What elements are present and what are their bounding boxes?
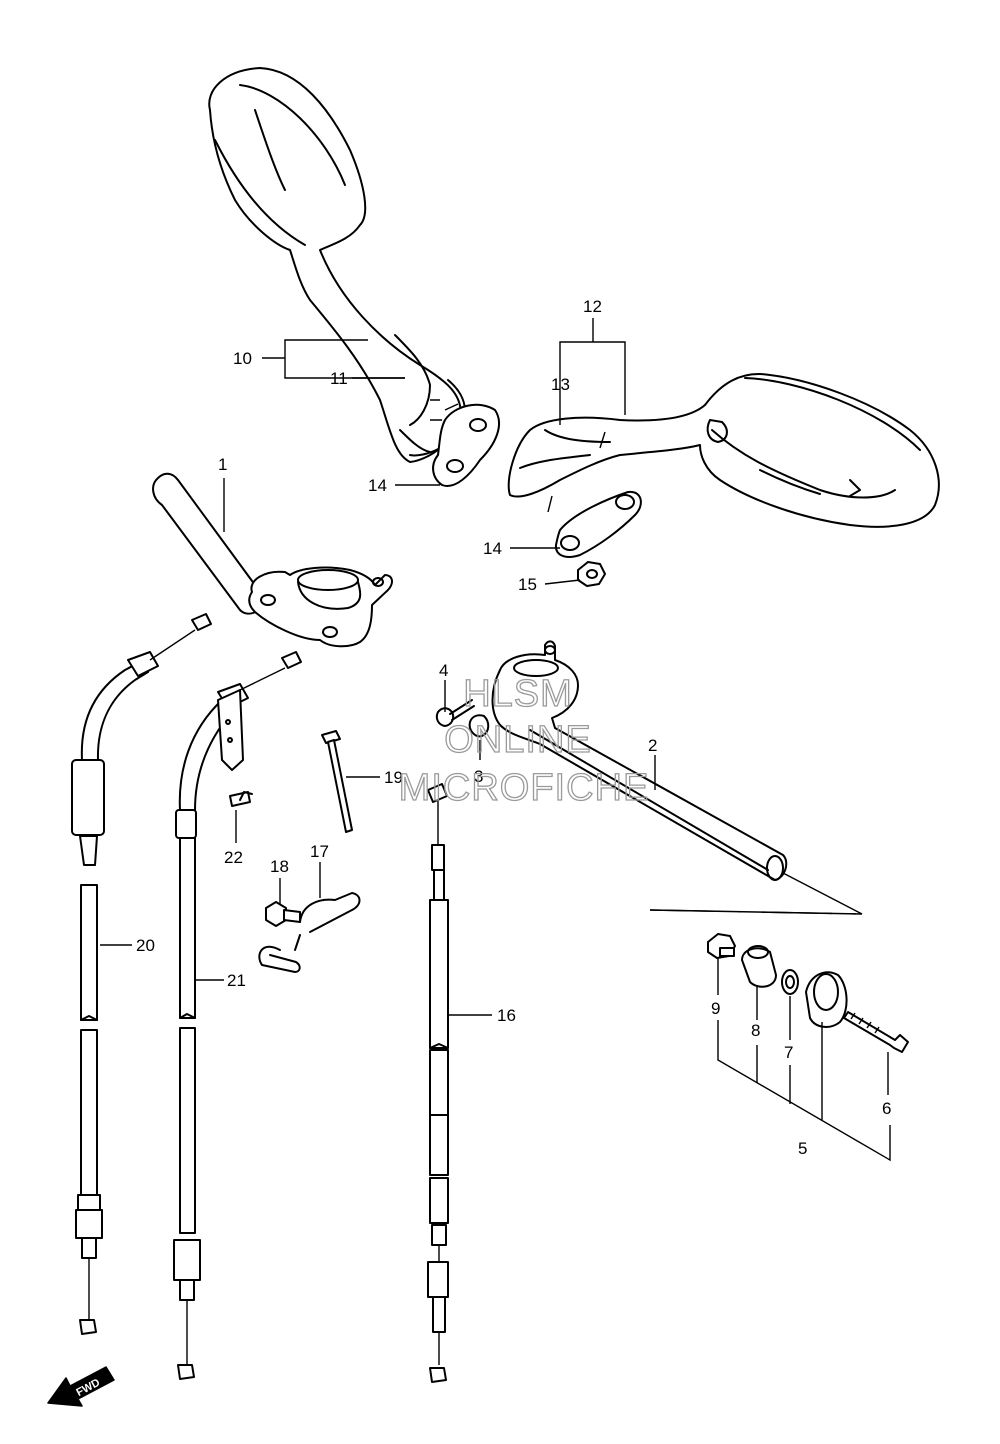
bar-end-bolt [843, 1011, 909, 1053]
callout-16: 16 [497, 1006, 516, 1025]
callout-14-lower: 14 [483, 539, 502, 558]
callout-numbers: 1 2 3 4 5 6 7 8 9 10 11 12 13 14 14 15 1… [136, 297, 891, 1158]
left-mirror [208, 67, 466, 463]
cable-tie [321, 730, 353, 833]
left-handlebar [152, 472, 393, 648]
callout-10: 10 [233, 349, 252, 368]
clamp-bolt [265, 901, 301, 927]
callout-11: 11 [330, 369, 348, 388]
right-handlebar [491, 640, 788, 881]
bar-end-spacer [741, 945, 777, 988]
throttle-cable-1 [71, 613, 212, 1335]
bar-end-weight [805, 971, 848, 1028]
screw [435, 699, 475, 727]
callout-7: 7 [784, 1043, 793, 1062]
callout-20: 20 [136, 936, 155, 955]
watermark-line-2: ONLINE [444, 719, 591, 761]
callout-9: 9 [711, 999, 720, 1018]
callout-1: 1 [218, 455, 227, 474]
leader-lines [100, 318, 891, 1162]
separation-line [649, 872, 863, 915]
callout-5: 5 [798, 1139, 807, 1158]
watermark-line-1: HLSM [463, 673, 573, 715]
callout-14-upper: 14 [368, 476, 387, 495]
fwd-arrow-icon: FWD [47, 1366, 115, 1407]
callout-21: 21 [227, 971, 246, 990]
cable-clamp [258, 892, 361, 973]
mirror-bracket-lower [554, 490, 642, 558]
callout-12: 12 [583, 297, 602, 316]
clip [468, 714, 490, 738]
callout-4: 4 [439, 661, 448, 680]
watermark: HLSM ONLINE MICROFICHE [398, 672, 650, 809]
callout-17: 17 [310, 842, 329, 861]
mirror-bracket-upper [432, 403, 500, 487]
bar-end-washer [781, 969, 799, 995]
callout-22: 22 [224, 848, 243, 867]
callout-6: 6 [882, 1099, 891, 1118]
callout-18: 18 [270, 857, 289, 876]
clutch-cable [427, 783, 449, 1383]
nut [577, 561, 606, 587]
fwd-label: FWD [74, 1377, 102, 1399]
callout-2: 2 [648, 736, 657, 755]
callout-3: 3 [474, 767, 483, 786]
watermark-line-3: MICROFICHE [399, 767, 650, 809]
callout-19: 19 [384, 768, 403, 787]
bar-end-collar [707, 933, 736, 959]
throttle-cable-2 [173, 651, 302, 1380]
callout-15: 15 [518, 575, 537, 594]
callout-13: 13 [551, 375, 570, 394]
callout-8: 8 [751, 1021, 760, 1040]
right-mirror [507, 373, 940, 528]
bolt [229, 791, 253, 807]
